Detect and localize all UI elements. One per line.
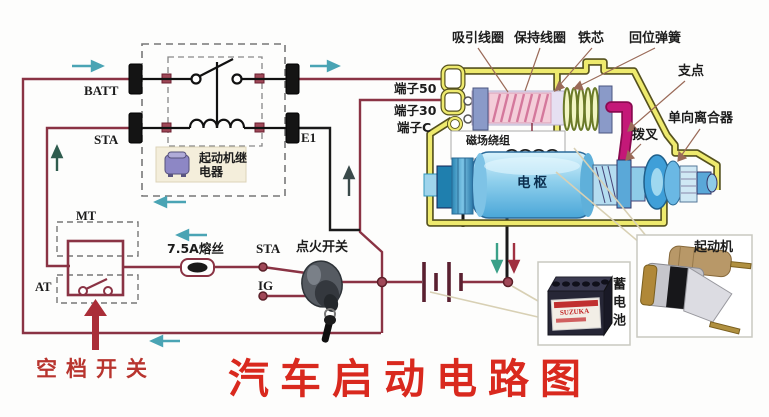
relay-connectors [128, 63, 300, 144]
relay-batt-terminal-label: BATT [84, 83, 119, 98]
terminal-c-label: 端子C [397, 120, 432, 135]
junction-dots [258, 262, 514, 301]
iron-core-label: 铁芯 [578, 31, 605, 46]
fuse-symbol [180, 258, 215, 277]
shift-fork-shape [605, 101, 633, 186]
starter-relay-box [128, 43, 300, 197]
terminal-connectors [440, 64, 473, 132]
armature-label: 电枢 [517, 175, 550, 191]
photo-callout-wedges [429, 147, 648, 318]
relay-contact-and-coil [142, 58, 286, 130]
terminal-50-label: 端子50 [394, 81, 437, 96]
neutral-switch-pointer-arrow [84, 299, 107, 350]
starter-relay-label: 起动机继电器 [199, 151, 248, 179]
shift-fork-label: 拨叉 [632, 128, 659, 143]
relay-sta-terminal-label: STA [94, 132, 119, 147]
starter-photo-box [636, 234, 753, 338]
neutral-switch [56, 221, 139, 350]
fuse-label: 7.5A熔丝 [167, 241, 224, 256]
neutral-switch-label: 空档开关 [36, 357, 156, 381]
battery-symbol [422, 262, 463, 302]
battery-photo-box [537, 261, 631, 346]
hold-in-coil-label: 保持线圈 [514, 31, 567, 46]
pull-in-coil-label: 吸引线圈 [452, 31, 505, 46]
return-spring-label: 回位弹簧 [629, 31, 682, 46]
ignition-switch-illustration [301, 260, 343, 343]
relay-e1-terminal-label: E1 [301, 130, 317, 145]
fulcrum-label: 支点 [678, 64, 705, 79]
ignition-ig-label: IG [258, 278, 274, 293]
starter-photo-label: 起动机 [694, 240, 734, 255]
field-winding-label: 磁场绕组 [466, 134, 510, 147]
ignition-switch-label: 点火开关 [296, 240, 349, 255]
relay-icon [164, 151, 190, 177]
ignition-sta-label: STA [256, 241, 281, 256]
mt-label: MT [76, 209, 97, 223]
current-flow-arrows [50, 59, 521, 348]
solenoid [471, 85, 613, 134]
relay-terminal-pads [161, 73, 265, 133]
at-label: AT [35, 280, 52, 294]
one-way-clutch-label: 单向离合器 [668, 111, 734, 126]
terminal-30-label: 端子30 [394, 103, 437, 118]
diagram-title: 汽车启动电路图 [228, 355, 592, 403]
battery-photo-label: 蓄电池 [609, 277, 625, 331]
callout-lines [477, 47, 701, 162]
return-spring-shape [562, 87, 600, 131]
